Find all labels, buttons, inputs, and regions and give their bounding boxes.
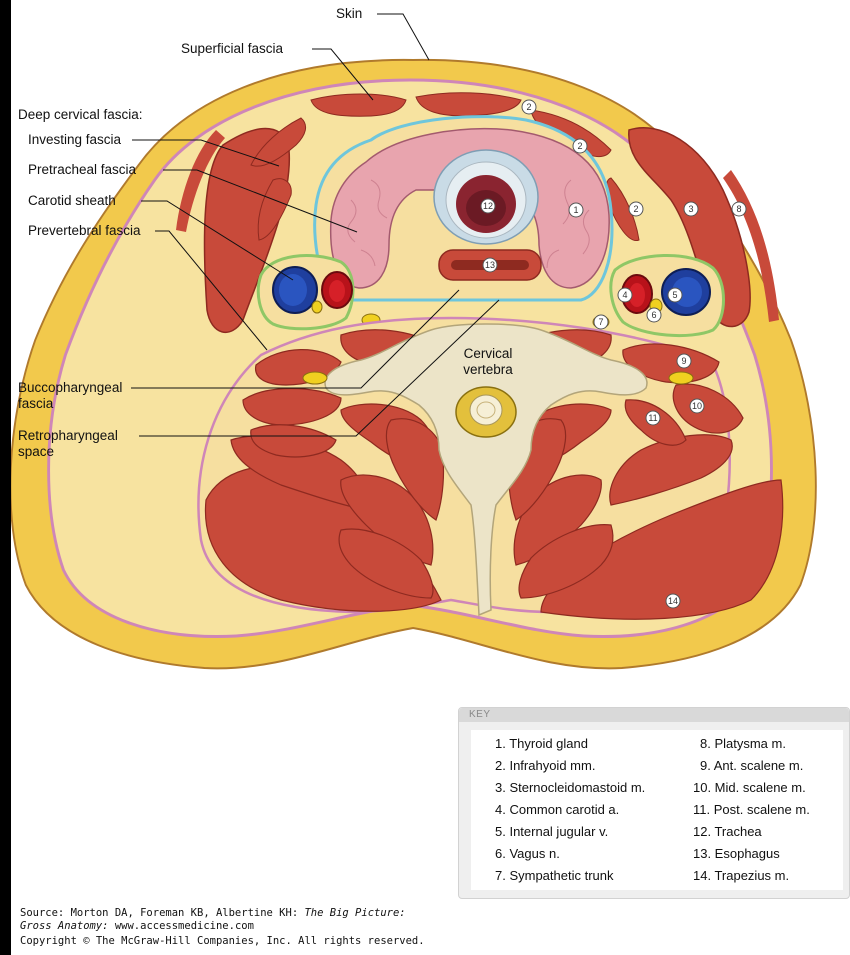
svg-text:6: 6 [651, 310, 656, 320]
figure-canvas: 2 2 2 1 3 8 12 13 4 5 6 7 9 10 11 14 Ski… [11, 0, 850, 955]
source-book-subtitle: Gross Anatomy: [20, 920, 109, 932]
marker-1: 1 [569, 203, 583, 217]
source-citation: Source: Morton DA, Foreman KB, Albertine… [20, 907, 425, 948]
marker-4: 4 [618, 288, 632, 302]
label-superficial-fascia: Superficial fascia [181, 41, 283, 57]
marker-5: 5 [668, 288, 682, 302]
label-skin: Skin [336, 6, 362, 22]
common-carotid-artery-left-inner [329, 280, 345, 302]
svg-text:11: 11 [648, 413, 657, 423]
source-line-1: Source: Morton DA, Foreman KB, Albertine… [20, 907, 425, 920]
svg-text:9: 9 [681, 356, 686, 366]
label-buccopharyngeal-fascia: Buccopharyngeal fascia [18, 380, 128, 412]
key-title: KEY [469, 709, 491, 720]
key-panel: KEY 1. Thyroid gland 2. Infrahyoid mm. 3… [458, 707, 850, 899]
svg-text:4: 4 [622, 290, 627, 300]
marker-9: 9 [677, 354, 691, 368]
nerve-root-right [669, 372, 693, 384]
svg-text:5: 5 [672, 290, 677, 300]
neck-cross-section-diagram: 2 2 2 1 3 8 12 13 4 5 6 7 9 10 11 14 [11, 0, 850, 700]
key-item: 4. Common carotid a. [495, 802, 619, 817]
key-header: KEY [459, 708, 849, 722]
svg-text:13: 13 [485, 260, 495, 270]
key-item: 2. Infrahyoid mm. [495, 758, 595, 773]
marker-3: 3 [684, 202, 698, 216]
label-carotid-sheath: Carotid sheath [28, 193, 116, 209]
key-item: 11. Post. scalene m. [693, 802, 810, 817]
svg-text:7: 7 [598, 317, 603, 327]
key-item: 6. Vagus n. [495, 846, 560, 861]
key-item: 14. Trapezius m. [693, 868, 789, 883]
source-book-title: The Big Picture: [304, 907, 405, 919]
svg-text:2: 2 [633, 204, 638, 214]
label-investing-fascia: Investing fascia [28, 132, 121, 148]
key-item: 3. Sternocleidomastoid m. [495, 780, 645, 795]
key-item: 9. Ant. scalene m. [700, 758, 803, 773]
key-item: 1. Thyroid gland [495, 736, 588, 751]
label-retropharyngeal-space: Retropharyngeal space [18, 428, 138, 460]
label-pretracheal-fascia: Pretracheal fascia [28, 162, 136, 178]
source-url: www.accessmedicine.com [109, 920, 254, 932]
internal-jugular-vein-left-inner [279, 274, 307, 306]
label-cervical-vertebra: Cervical vertebra [451, 346, 525, 378]
svg-text:10: 10 [692, 401, 702, 411]
marker-13: 13 [483, 258, 497, 272]
svg-text:12: 12 [483, 201, 493, 211]
marker-8: 8 [732, 202, 746, 216]
key-item: 8. Platysma m. [700, 736, 786, 751]
key-item: 10. Mid. scalene m. [693, 780, 806, 795]
marker-2c: 2 [629, 202, 643, 216]
marker-2a: 2 [522, 100, 536, 114]
svg-text:14: 14 [668, 596, 678, 606]
key-item: 13. Esophagus [693, 846, 780, 861]
svg-text:2: 2 [577, 141, 582, 151]
label-deep-cervical-fascia: Deep cervical fascia: [18, 107, 143, 123]
key-item: 12. Trachea [693, 824, 762, 839]
svg-text:1: 1 [573, 205, 578, 215]
key-item: 5. Internal jugular v. [495, 824, 608, 839]
nerve-root-left [303, 372, 327, 384]
marker-7: 7 [594, 315, 608, 329]
svg-text:2: 2 [526, 102, 531, 112]
vagus-nerve-left [312, 301, 322, 313]
marker-2b: 2 [573, 139, 587, 153]
leader-skin [377, 14, 429, 60]
copyright-line: Copyright © The McGraw-Hill Companies, I… [20, 935, 425, 948]
key-body: 1. Thyroid gland 2. Infrahyoid mm. 3. St… [471, 730, 843, 890]
marker-6: 6 [647, 308, 661, 322]
source-prefix: Source: Morton DA, Foreman KB, Albertine… [20, 907, 304, 919]
spinal-cord [470, 395, 502, 425]
marker-14: 14 [666, 594, 680, 608]
source-line-2: Gross Anatomy: www.accessmedicine.com [20, 920, 425, 933]
marker-10: 10 [690, 399, 704, 413]
key-item: 7. Sympathetic trunk [495, 868, 614, 883]
svg-text:8: 8 [736, 204, 741, 214]
svg-text:3: 3 [688, 204, 693, 214]
label-prevertebral-fascia: Prevertebral fascia [28, 223, 141, 239]
marker-11: 11 [646, 411, 660, 425]
marker-12: 12 [481, 199, 495, 213]
